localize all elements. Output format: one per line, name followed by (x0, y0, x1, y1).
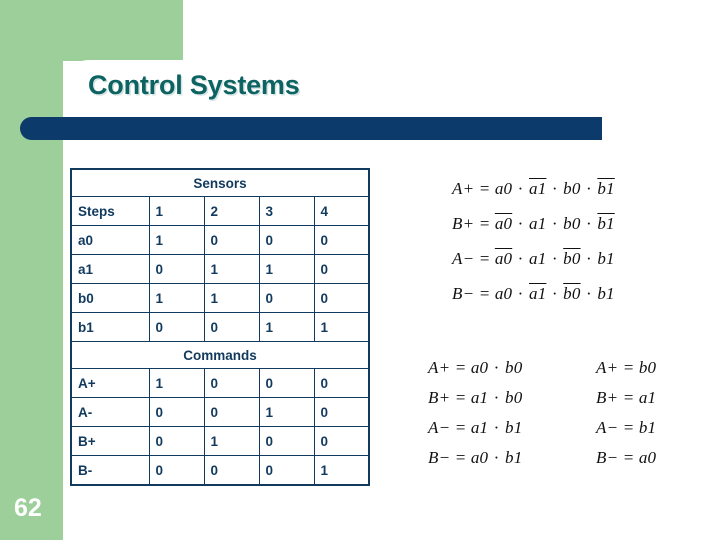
equation-simplified-3: A− = a1 · b1 (428, 418, 523, 437)
row-value: 1 (203, 426, 260, 456)
row-value: 0 (203, 397, 260, 427)
row-value: 0 (313, 225, 370, 255)
commands-section-header: Commands (70, 341, 370, 369)
row-label: a0 (70, 225, 150, 255)
row-label: Steps (70, 196, 150, 226)
sensors-section-header: Sensors (70, 168, 370, 197)
equation-minimal-3: A− = b1 (596, 418, 657, 437)
row-value: 0 (148, 312, 205, 342)
row-value: 0 (258, 283, 315, 313)
row-value: 0 (258, 455, 315, 486)
row-value: 0 (313, 426, 370, 456)
row-value: 1 (258, 397, 315, 427)
row-value: 0 (203, 455, 260, 486)
row-value: 1 (203, 254, 260, 284)
row-value: 0 (258, 426, 315, 456)
row-value: 0 (203, 225, 260, 255)
row-value: 0 (258, 225, 315, 255)
row-value: 1 (258, 312, 315, 342)
equation-full-2: B+ = a0 · a1 · b0 · b1 (452, 214, 615, 233)
row-value: 1 (313, 312, 370, 342)
row-label: b0 (70, 283, 150, 313)
row-value: 2 (203, 196, 260, 226)
equation-full-4: B− = a0 · a1 · b0 · b1 (452, 284, 615, 303)
equation-minimal-4: B− = a0 (596, 448, 657, 467)
row-value: 1 (313, 455, 370, 486)
row-label: A+ (70, 368, 150, 398)
commands-section-header-cell: Commands (70, 341, 370, 369)
row-label: b1 (70, 312, 150, 342)
row-value: 0 (258, 368, 315, 398)
top-left-green-block (0, 0, 183, 61)
row-value: 0 (148, 455, 205, 486)
row-value: 1 (148, 283, 205, 313)
equation-full-3: A− = a0 · a1 · b0 · b1 (452, 249, 615, 268)
row-label: a1 (70, 254, 150, 284)
equation-minimal-2: B+ = a1 (596, 388, 657, 407)
row-value: 0 (148, 426, 205, 456)
row-label: B+ (70, 426, 150, 456)
row-value: 1 (148, 196, 205, 226)
row-value: 4 (313, 196, 370, 226)
row-label: A- (70, 397, 150, 427)
row-value: 3 (258, 196, 315, 226)
page-number: 62 (14, 494, 42, 522)
row-value: 0 (203, 312, 260, 342)
row-value: 1 (258, 254, 315, 284)
row-label: B- (70, 455, 150, 486)
page-title: Control Systems (88, 70, 300, 100)
equation-simplified-1: A+ = a0 · b0 (428, 358, 523, 377)
equation-simplified-2: B+ = a1 · b0 (428, 388, 523, 407)
row-value: 0 (313, 368, 370, 398)
row-value: 1 (148, 368, 205, 398)
row-value: 1 (148, 225, 205, 255)
equation-minimal-1: A+ = b0 (596, 358, 657, 377)
left-green-band (0, 0, 63, 540)
row-value: 1 (203, 283, 260, 313)
equation-full-1: A+ = a0 · a1 · b0 · b1 (452, 179, 615, 198)
navy-title-rule (20, 117, 602, 140)
row-value: 0 (203, 368, 260, 398)
row-value: 0 (313, 283, 370, 313)
equation-simplified-4: B− = a0 · b1 (428, 448, 523, 467)
sensors-section-header-cell: Sensors (70, 168, 370, 197)
row-value: 0 (313, 397, 370, 427)
row-value: 0 (148, 254, 205, 284)
row-value: 0 (148, 397, 205, 427)
row-value: 0 (313, 254, 370, 284)
